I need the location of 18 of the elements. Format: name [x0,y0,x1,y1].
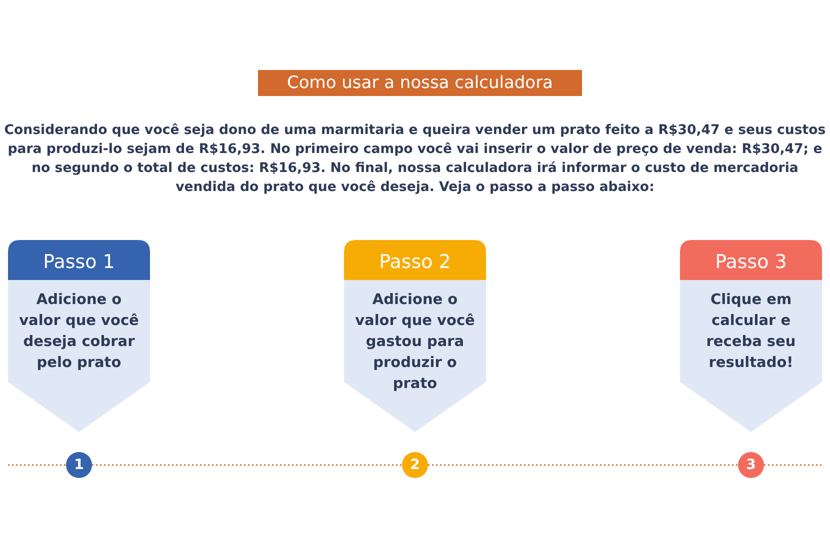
step-number-circle: 2 [402,452,428,478]
dotted-line [428,464,738,466]
step-description: Adicione o valor que você deseja cobrar pelo prato [18,291,140,373]
step-card [344,240,486,432]
dotted-line [764,464,822,466]
title-banner: Como usar a nossa calculadora [258,70,582,96]
step-card [8,240,150,432]
step-number-circle: 1 [66,452,92,478]
step-description: Clique em calcular e receba seu resultado! [705,291,797,373]
step-number-circle: 3 [738,452,764,478]
step-heading: Passo 3 [714,250,788,275]
intro-paragraph: Considerando que você seja dono de uma marmitaria e queira vender um prato feito a R$30,47 e seus custos para produzi-lo sejam de R$16,93. No primeiro campo você vai inserir o valor de preço de venda: R$30,47; e no segundo o total de custos: R$16,93. No final, nossa calculadora irá informar o custo de mercadoria vendida do prato que você deseja. Veja o passo a passo abaixo: [3,122,827,197]
step-card [680,240,822,432]
step-description: Adicione o valor que você gastou para produzir o prato [354,291,476,394]
step-heading: Passo 2 [378,250,452,275]
dotted-line [92,464,402,466]
dotted-line [8,464,66,466]
step-heading: Passo 1 [42,250,116,275]
